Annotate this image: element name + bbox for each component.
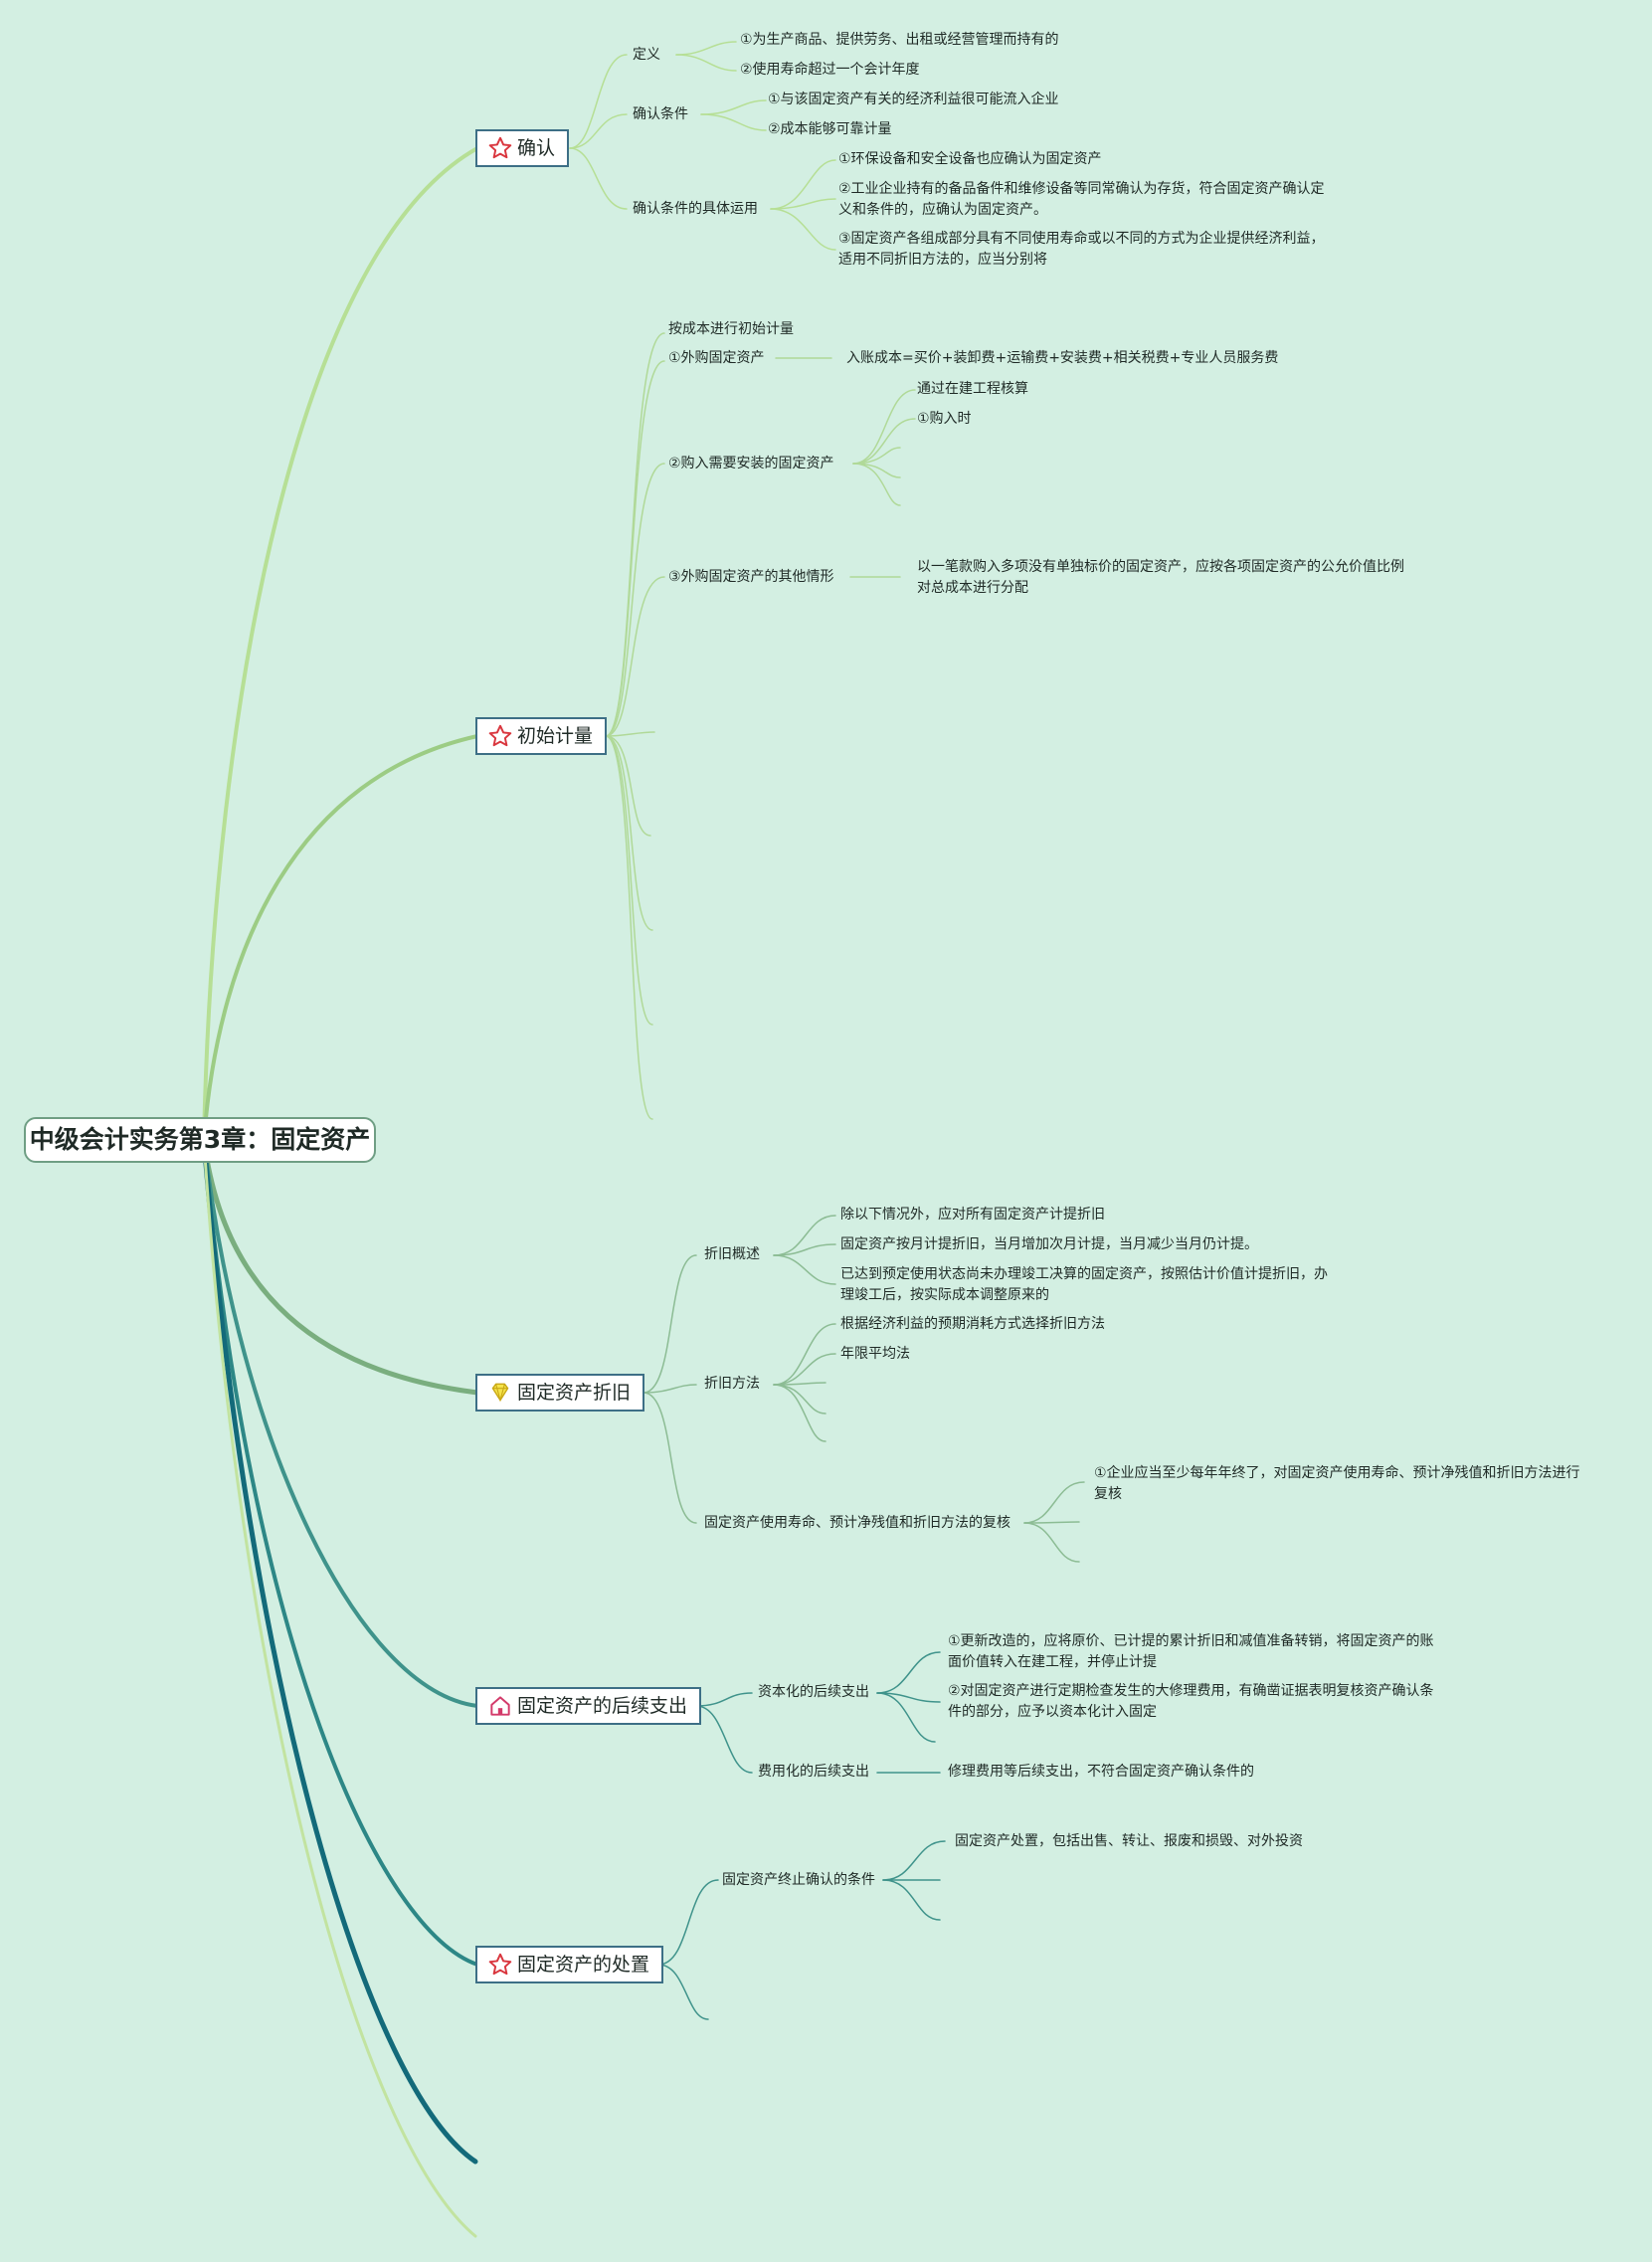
topic-label: 固定资产的处置: [517, 1954, 650, 1976]
methods-item[interactable]: 根据经济利益的预期消耗方式选择折旧方法: [840, 1316, 1105, 1332]
branch-empty-dark: [201, 1137, 478, 2165]
install-label[interactable]: ②购入需要安装的固定资产: [668, 456, 834, 471]
derecognition-label[interactable]: 固定资产终止确认的条件: [722, 1872, 875, 1888]
gem-icon: [487, 1380, 513, 1406]
topic-label: 初始计量: [517, 725, 594, 747]
overview-label[interactable]: 折旧概述: [704, 1246, 760, 1262]
application-item[interactable]: ③固定资产各组成部分具有不同使用寿命或以不同的方式为企业提供经济利益，适用不同折…: [838, 231, 1325, 268]
branch-empty-light: [202, 1138, 477, 2238]
branch-disposal: [202, 1138, 479, 1967]
capitalized-item[interactable]: ①更新改造的，应将原价、已计提的累计折旧和减值准备转销，将固定资产的账面价值转入…: [948, 1633, 1434, 1670]
other-label[interactable]: ③外购固定资产的其他情形: [668, 569, 834, 585]
methods-label[interactable]: 折旧方法: [704, 1376, 760, 1392]
purchased-detail[interactable]: 入账成本=买价+装卸费+运输费+安装费+相关税费+专业人员服务费: [846, 350, 1279, 366]
star-icon: [487, 135, 513, 161]
other-detail[interactable]: 以一笔款购入多项没有单独标价的固定资产，应按各项固定资产的公允价值比例对总成本进…: [917, 559, 1404, 596]
topic-subsequent-expenditure[interactable]: 固定资产的后续支出: [475, 1687, 702, 1725]
topic-recognition[interactable]: 确认: [475, 129, 570, 167]
root-topic[interactable]: 中级会计实务第3章：固定资产: [24, 1117, 376, 1163]
branch-recognition: [202, 146, 479, 1142]
definition-label[interactable]: 定义: [633, 47, 660, 63]
overview-item[interactable]: 除以下情况外，应对所有固定资产计提折旧: [840, 1207, 1105, 1223]
topic-label: 确认: [517, 137, 556, 159]
conditions-item[interactable]: ②成本能够可靠计量: [768, 121, 892, 137]
topic-initial-measurement[interactable]: 初始计量: [475, 717, 608, 755]
capitalized-label[interactable]: 资本化的后续支出: [758, 1684, 869, 1700]
by-cost-label[interactable]: 按成本进行初始计量: [668, 321, 794, 337]
install-item[interactable]: 通过在建工程核算: [917, 381, 1028, 397]
expensed-label[interactable]: 费用化的后续支出: [758, 1764, 869, 1780]
home-icon: [487, 1693, 513, 1719]
topic-depreciation[interactable]: 固定资产折旧: [475, 1374, 645, 1412]
application-item[interactable]: ①环保设备和安全设备也应确认为固定资产: [838, 151, 1102, 167]
star-icon: [487, 723, 513, 749]
definition-item[interactable]: ②使用寿命超过一个会计年度: [740, 62, 920, 78]
expensed-item[interactable]: 修理费用等后续支出，不符合固定资产确认条件的: [948, 1764, 1254, 1780]
branch-depreciation: [201, 1137, 480, 1396]
methods-item[interactable]: 年限平均法: [840, 1346, 910, 1362]
application-label[interactable]: 确认条件的具体运用: [633, 201, 758, 217]
branch-subsequent: [202, 1138, 479, 1708]
review-label[interactable]: 固定资产使用寿命、预计净残值和折旧方法的复核: [704, 1515, 1010, 1531]
topic-label: 固定资产折旧: [517, 1382, 632, 1404]
overview-item[interactable]: 已达到预定使用状态尚未办理竣工决算的固定资产，按照估计价值计提折旧，办理竣工后，…: [840, 1266, 1328, 1303]
purchased-label[interactable]: ①外购固定资产: [668, 350, 765, 366]
conditions-item[interactable]: ①与该固定资产有关的经济利益很可能流入企业: [768, 92, 1059, 107]
definition-item[interactable]: ①为生产商品、提供劳务、出租或经营管理而持有的: [740, 32, 1059, 48]
topic-disposal[interactable]: 固定资产的处置: [475, 1946, 664, 1983]
application-item[interactable]: ②工业企业持有的备品备件和维修设备等同常确认为存货，符合固定资产确认定义和条件的…: [838, 181, 1325, 218]
install-item[interactable]: ①购入时: [917, 411, 972, 427]
review-item[interactable]: ①企业应当至少每年年终了，对固定资产使用寿命、预计净残值和折旧方法进行复核: [1094, 1465, 1580, 1502]
capitalized-item[interactable]: ②对固定资产进行定期检查发生的大修理费用，有确凿证据表明复核资产确认条件的部分，…: [948, 1683, 1434, 1720]
derecognition-item[interactable]: 固定资产处置，包括出售、转让、报废和损毁、对外投资: [955, 1833, 1303, 1849]
star-icon: [487, 1952, 513, 1978]
branch-initial: [202, 734, 479, 1142]
overview-item[interactable]: 固定资产按月计提折旧，当月增加次月计提，当月减少当月仍计提。: [840, 1236, 1258, 1252]
topic-label: 固定资产的后续支出: [517, 1695, 688, 1717]
conditions-label[interactable]: 确认条件: [633, 106, 688, 122]
